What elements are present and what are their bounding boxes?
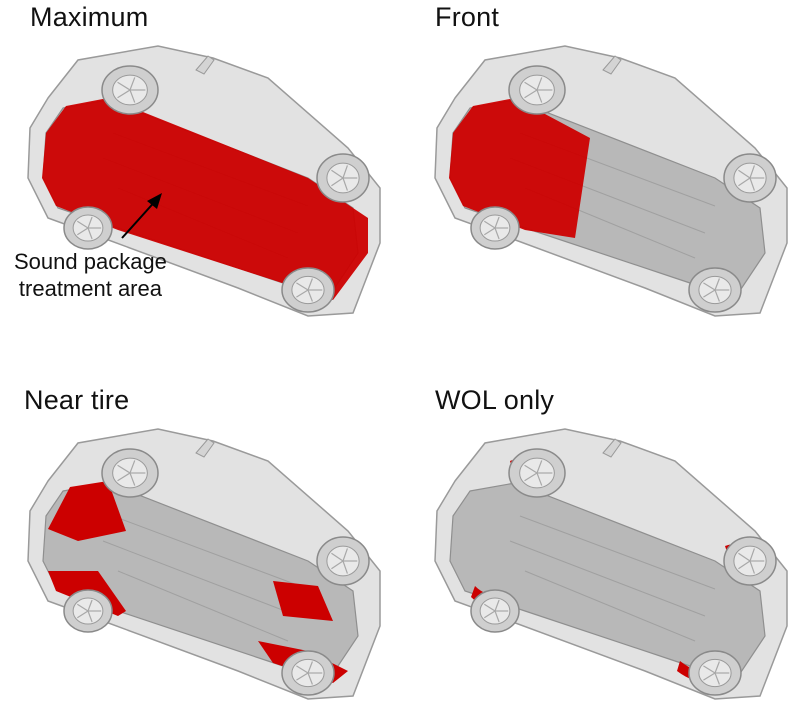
wheel <box>508 448 566 498</box>
car-underbody-front <box>434 45 788 317</box>
annotation-line-1: Sound package <box>14 249 167 274</box>
panel-wol-only: WOL only <box>415 385 795 725</box>
wheel <box>316 153 370 203</box>
wheel <box>63 206 113 250</box>
wheel <box>281 267 335 313</box>
annotation-line-2: treatment area <box>18 276 162 301</box>
wheel <box>101 448 159 498</box>
side-mirror <box>195 438 215 458</box>
wheel <box>281 650 335 696</box>
wheel <box>688 267 742 313</box>
wheel <box>508 65 566 115</box>
panel-title: Front <box>435 2 500 32</box>
treatment-area <box>42 98 368 300</box>
car-underbody-wol-only <box>434 428 788 700</box>
treatment-area-front-left <box>48 481 126 541</box>
wheel <box>101 65 159 115</box>
floor-ribs <box>509 515 716 642</box>
wheel <box>688 650 742 696</box>
wheel <box>723 536 777 586</box>
side-mirror <box>602 55 622 75</box>
wheel <box>470 206 520 250</box>
car-underbody-maximum <box>27 45 381 317</box>
panel-title: Maximum <box>30 2 149 32</box>
car-underbody-near-tire <box>27 428 381 700</box>
wheel <box>63 589 113 633</box>
panel-title: WOL only <box>435 385 555 415</box>
treatment-area <box>449 98 590 238</box>
wheel <box>470 589 520 633</box>
wheel <box>316 536 370 586</box>
treatment-area-rear-left <box>273 581 333 621</box>
wheel <box>723 153 777 203</box>
treatment-area-label: Sound package treatment area <box>14 248 167 302</box>
panel-front: Front <box>415 2 795 342</box>
panel-title: Near tire <box>24 385 130 415</box>
side-mirror <box>602 438 622 458</box>
annotation-arrow <box>121 193 162 239</box>
floor-ribs <box>102 515 309 642</box>
panel-maximum: Maximum <box>8 2 388 342</box>
panel-near-tire: Near tire <box>8 385 388 725</box>
side-mirror <box>195 55 215 75</box>
